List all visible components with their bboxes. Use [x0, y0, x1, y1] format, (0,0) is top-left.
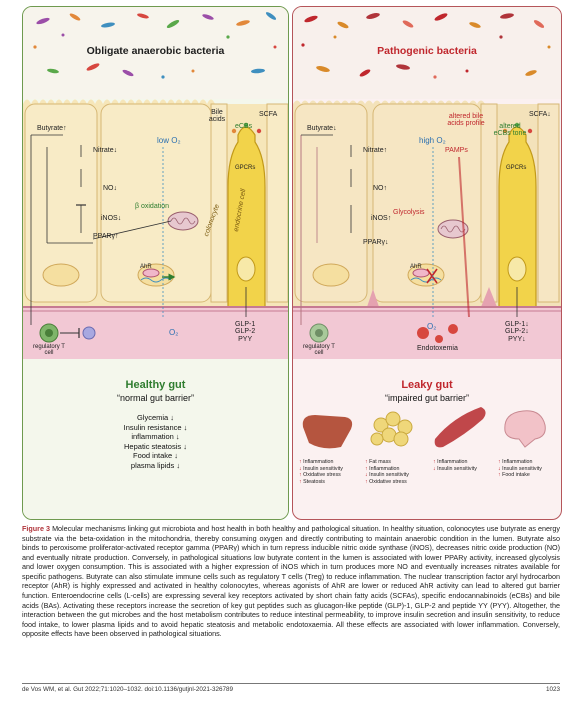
brain-effects: Inflammation Insulin sensitivity Food in…	[498, 459, 542, 479]
butyrate-label: Butyrate↓	[307, 125, 337, 132]
citation: de Vos WM, et al. Gut 2022;71:1020–1032.…	[22, 686, 233, 693]
effect-item: Hepatic steatosis ↓	[124, 441, 187, 451]
effect-item: Inflammation	[365, 466, 409, 473]
effect-item: Fat mass	[365, 459, 409, 466]
endotoxemia-label: Endotoxemia	[417, 345, 458, 352]
anaerobic-bacteria-cluster	[33, 12, 277, 79]
nitrate-label: Nitrate↑	[363, 147, 388, 154]
gpcrs-label: GPCRs	[235, 165, 256, 171]
no-label: NO↓	[103, 185, 117, 192]
scfa-label: SCFA	[259, 111, 278, 118]
effect-item: Insulin sensitivity	[299, 466, 343, 473]
healthy-gut-illustration	[23, 7, 288, 519]
nitrate-label: Nitrate↓	[93, 147, 118, 154]
glycolysis-label: Glycolysis	[393, 209, 425, 216]
beta-oxidation-label: β oxidation	[135, 203, 169, 210]
effect-item: inflammation ↓	[131, 432, 180, 442]
treg-label: regulatory T cell	[303, 344, 335, 357]
glp1-label: GLP-1↓	[505, 321, 529, 328]
figure-caption: Figure 3 Molecular mechanisms linking gu…	[22, 524, 560, 639]
bile-acids-label: Bile acids	[208, 109, 226, 124]
muscle-effects: Inflammation Insulin sensitivity	[433, 459, 477, 472]
page-number: 1023	[545, 686, 560, 693]
effect-item: Inflammation	[299, 459, 343, 466]
gut-state-title: Healthy gut	[125, 379, 186, 391]
muscle-shape	[434, 407, 486, 448]
gpcrs-label: GPCRs	[506, 165, 527, 171]
high-o2-label: high O₂	[419, 136, 446, 145]
caption-text: Molecular mechanisms linking gut microbi…	[22, 524, 560, 639]
effect-item: Glycemia ↓	[136, 413, 175, 422]
effect-item: Insulin sensitivity	[498, 466, 542, 473]
o2-label: O₂	[427, 322, 437, 331]
low-o2-label: low O₂	[157, 136, 181, 145]
brain-shape	[504, 410, 546, 448]
pathogenic-bacteria-cluster	[301, 13, 551, 79]
o2-label: O₂	[169, 328, 179, 337]
gut-state-subtitle: “impaired gut barrier”	[384, 393, 470, 403]
gut-peptides: GLP-1↓ GLP-2↓ PYY↓	[505, 321, 529, 343]
panel-title-pathogenic: Pathogenic bacteria	[377, 45, 477, 57]
gut-state-title: Leaky gut	[401, 379, 453, 391]
ahr-label: AhR	[140, 264, 152, 270]
inos-label: iNOS↑	[371, 215, 392, 222]
butyrate-label: Butyrate↑	[37, 125, 67, 132]
gut-peptides: GLP-1 GLP-2 PYY	[235, 321, 255, 343]
glp1-label: GLP-1	[235, 321, 256, 328]
inos-label: iNOS↓	[101, 215, 122, 222]
effect-item: Insulin resistance ↓	[123, 422, 188, 432]
ecbs-label: eCBs	[235, 123, 253, 130]
effect-item: Insulin sensitivity	[433, 466, 477, 473]
liver-shape	[302, 415, 353, 449]
figure-label: Figure 3	[22, 524, 51, 533]
healthy-gut-panel: Obligate anaerobic bacteria Butyrate↑ Ni…	[22, 6, 289, 520]
effect-item: Inflammation	[433, 459, 477, 466]
effect-item: Oxidative stress	[299, 472, 343, 479]
effect-item: Food intake ↓	[132, 451, 179, 461]
ahr-label: AhR	[410, 264, 422, 270]
effect-item: Inflammation	[498, 459, 542, 466]
ppar-label: PPARγ↑	[93, 233, 119, 240]
glp2-label: GLP-2	[235, 328, 256, 336]
adipose-effects: Fat mass Inflammation Insulin sensitivit…	[365, 459, 409, 485]
panel-title-healthy: Obligate anaerobic bacteria	[86, 45, 225, 57]
effect-item: Food intake	[498, 472, 542, 479]
treg-label: regulatory T cell	[33, 344, 65, 357]
effect-item: plasma lipids ↓	[130, 460, 181, 470]
gut-state-subtitle: “normal gut barrier”	[116, 393, 195, 403]
pamps-label: PAMPs	[445, 147, 468, 154]
ecbs-tone-label: altered eCBs tone	[493, 123, 527, 138]
leaky-gut-illustration	[293, 7, 561, 449]
adipose-shape	[370, 411, 413, 447]
healthy-effects-list: Glycemia ↓ Insulin resistance ↓ inflamma…	[23, 413, 288, 471]
pyy-label: PYY↓	[508, 335, 526, 343]
pyy-label: PYY	[238, 335, 253, 343]
glp2-label: GLP-2↓	[505, 328, 529, 336]
liver-effects: Inflammation Insulin sensitivity Oxidati…	[299, 459, 343, 485]
ppar-label: PPARγ↓	[363, 239, 389, 246]
no-label: NO↑	[373, 185, 387, 192]
effect-item: Oxidative stress	[365, 479, 409, 486]
effect-item: Steatosis	[299, 479, 343, 486]
bile-profile-label: altered bile acids profile	[447, 113, 485, 128]
leaky-gut-panel: Pathogenic bacteria Butyrate↓ Nitrate↑ N…	[292, 6, 562, 520]
footer-divider	[22, 683, 560, 684]
effect-item: Insulin sensitivity	[365, 472, 409, 479]
scfa-label: SCFA↓	[529, 111, 551, 118]
